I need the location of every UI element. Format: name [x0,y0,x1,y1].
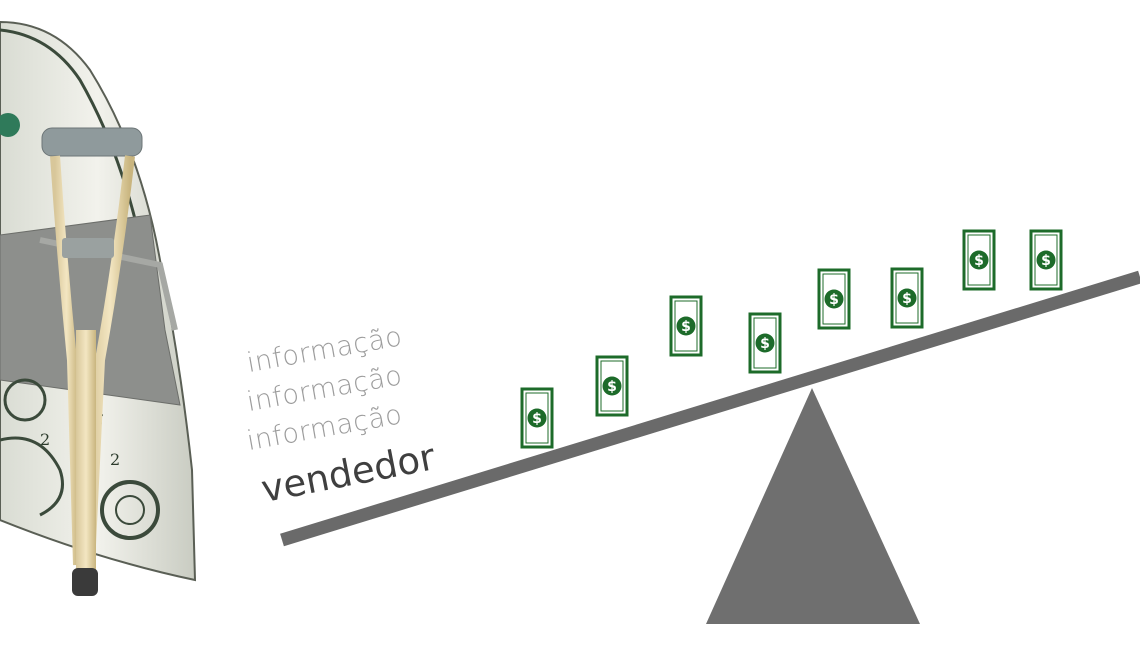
crutch-icon [41,127,143,596]
dollar-bill-icon [748,312,782,374]
dollar-bill-icon [520,387,554,449]
svg-text:2: 2 [40,430,50,449]
seesaw-beam [280,270,1140,547]
seesaw-fulcrum [706,388,920,624]
dollar-bill-icon [669,295,703,357]
dollar-bill-icon [595,355,629,417]
svg-text:2: 2 [110,450,120,469]
dollar-bill-icon [890,267,924,329]
dollar-bill-icon [962,229,996,291]
dollar-bill-icon [817,268,851,330]
dollar-bill-icon [1029,229,1063,291]
